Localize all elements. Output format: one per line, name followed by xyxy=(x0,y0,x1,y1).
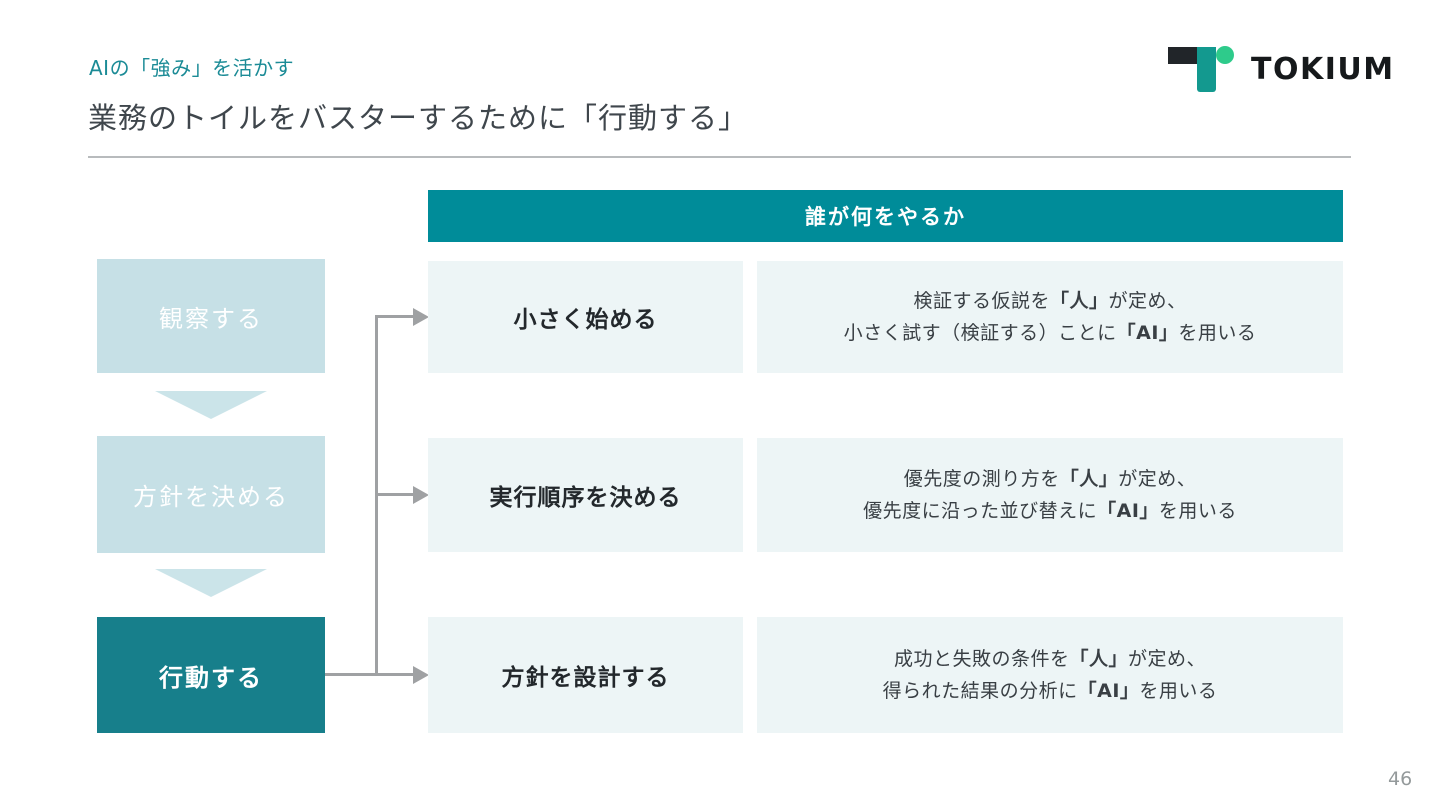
connector-line-row2 xyxy=(376,493,414,496)
tokium-logo-icon xyxy=(1168,45,1234,93)
action-box-row1: 小さく始める xyxy=(428,261,743,373)
logo-wordmark: TOKIUM xyxy=(1251,52,1395,87)
arrow-down-icon xyxy=(155,391,267,419)
desc-line: 成功と失敗の条件を「人」が定め、 xyxy=(893,648,1207,670)
eyebrow-text: AIの「強み」を活かす xyxy=(89,56,295,80)
flow-step-label: 行動する xyxy=(159,663,263,692)
arrow-right-icon xyxy=(413,486,429,504)
divider-line xyxy=(88,156,1351,158)
action-label: 実行順序を決める xyxy=(489,485,682,511)
action-box-row2: 実行順序を決める xyxy=(428,438,743,552)
matrix-header-label: 誰が何をやるか xyxy=(805,205,966,229)
desc-line: 小さく試す（検証する）ことに「AI」を用いる xyxy=(843,322,1257,344)
action-label: 小さく始める xyxy=(513,307,658,333)
connector-line-row3 xyxy=(325,673,414,676)
desc-box-row2: 優先度の測り方を「人」が定め、 優先度に沿った並び替えに「AI」を用いる xyxy=(757,438,1343,552)
logo-mark-green-dot xyxy=(1216,46,1234,64)
flow-step-observe: 観察する xyxy=(97,259,325,373)
page-title: 業務のトイルをバスターするために「行動する」 xyxy=(88,101,749,135)
action-box-row3: 方針を設計する xyxy=(428,617,743,733)
flow-step-label: 方針を決める xyxy=(133,483,289,511)
desc-line: 検証する仮説を「人」が定め、 xyxy=(913,290,1187,312)
desc-line: 優先度に沿った並び替えに「AI」を用いる xyxy=(863,500,1237,522)
arrow-right-icon xyxy=(413,308,429,326)
page-number: 46 xyxy=(1388,768,1413,790)
flow-step-act: 行動する xyxy=(97,617,325,733)
desc-line: 優先度の測り方を「人」が定め、 xyxy=(903,468,1197,490)
logo-mark-black-block xyxy=(1168,47,1197,64)
arrow-down-icon xyxy=(155,569,267,597)
flow-step-decide-policy: 方針を決める xyxy=(97,436,325,553)
matrix-header-bar: 誰が何をやるか xyxy=(428,190,1343,242)
logo-mark-teal-stem xyxy=(1197,47,1216,92)
desc-box-row1: 検証する仮説を「人」が定め、 小さく試す（検証する）ことに「AI」を用いる xyxy=(757,261,1343,373)
connector-line-row1 xyxy=(376,315,414,318)
action-label: 方針を設計する xyxy=(501,665,670,691)
arrow-right-icon xyxy=(413,666,429,684)
desc-box-row3: 成功と失敗の条件を「人」が定め、 得られた結果の分析に「AI」を用いる xyxy=(757,617,1343,733)
flow-step-label: 観察する xyxy=(159,304,263,333)
tokium-logo: TOKIUM xyxy=(1168,45,1395,93)
desc-line: 得られた結果の分析に「AI」を用いる xyxy=(882,680,1218,702)
